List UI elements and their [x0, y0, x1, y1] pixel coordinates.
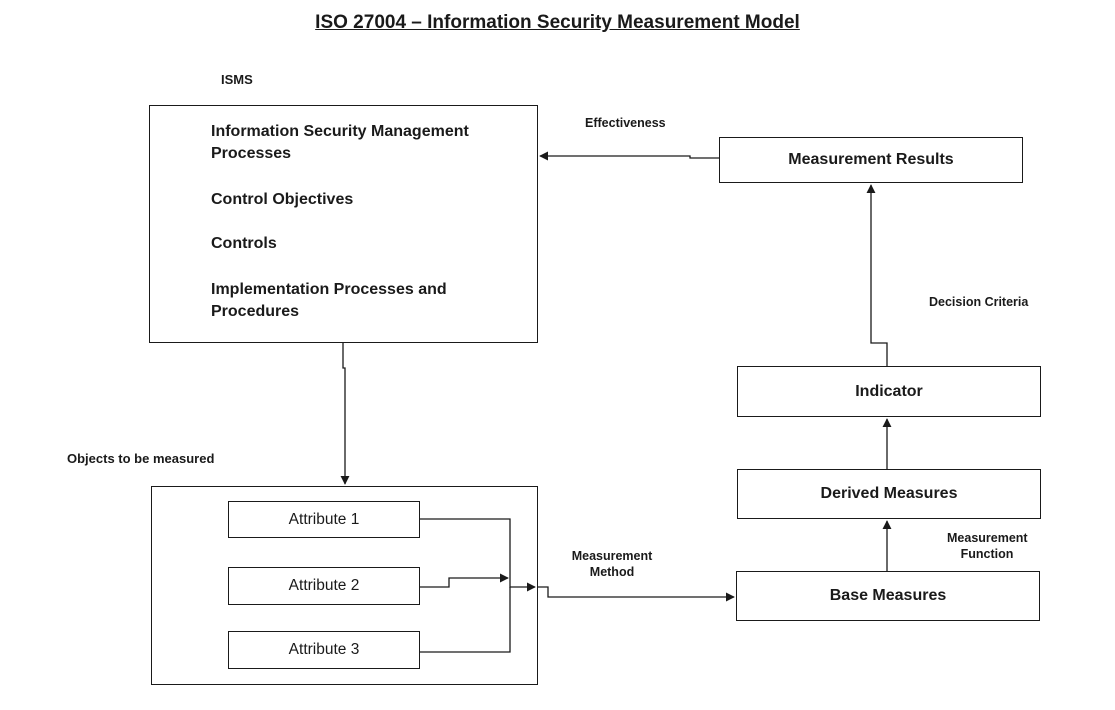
objects-label: Objects to be measured: [67, 451, 215, 466]
measurement-results-box: Measurement Results: [719, 137, 1023, 183]
isms-to-objects-arrow: [340, 343, 350, 485]
measurement-method-label: Measurement Method: [571, 549, 653, 579]
isms-item-processes: Information Security Management Processe…: [211, 123, 469, 162]
isms-item-control-objectives: Control Objectives: [211, 191, 354, 208]
base-measures-box: Base Measures: [736, 571, 1040, 621]
page-title: ISO 27004 – Information Security Measure…: [315, 12, 800, 33]
attribute-3-box: Attribute 3: [228, 631, 420, 669]
attribute-2-box: Attribute 2: [228, 567, 420, 605]
isms-box: Information Security Management Processe…: [149, 105, 538, 343]
attribute-3-connector: [420, 587, 511, 653]
decision-criteria-label: Decision Criteria: [929, 295, 1029, 309]
isms-item-controls: Controls: [211, 235, 277, 252]
attribute-1-box: Attribute 1: [228, 501, 420, 538]
isms-item-implementation: Implementation Processes and Procedures: [211, 281, 447, 320]
isms-label: ISMS: [221, 72, 253, 87]
measurement-function-label: Measurement Function: [947, 531, 1028, 561]
measurement-method-arrow: [537, 586, 735, 602]
effectiveness-arrow: [539, 151, 719, 161]
attribute-1-connector: [420, 518, 536, 592]
indicator-box: Indicator: [737, 366, 1041, 417]
effectiveness-label: Effectiveness: [585, 116, 666, 130]
derived-measures-box: Derived Measures: [737, 469, 1041, 519]
decision-criteria-arrow: [866, 184, 888, 366]
attribute-2-connector: [420, 573, 509, 588]
